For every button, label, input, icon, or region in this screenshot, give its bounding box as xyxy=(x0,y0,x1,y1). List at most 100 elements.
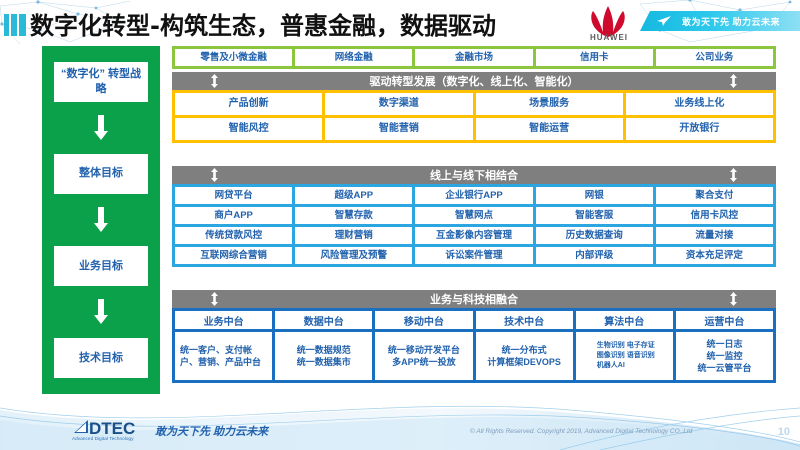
double-arrow-vertical-icon xyxy=(730,292,737,306)
cell-open-banking[interactable]: 开放银行 xyxy=(625,118,773,140)
cell-credit-card[interactable]: 信用卡 xyxy=(535,49,653,66)
column-header: 移动中台 xyxy=(375,311,473,329)
column-mobile-middle-platform[interactable]: 移动中台 统一移动开发平台 多APP统一投放 xyxy=(375,311,473,380)
column-body: 统一分布式 计算框架DEVOPS xyxy=(475,332,573,380)
cell-wealth-marketing[interactable]: 理财营销 xyxy=(295,227,413,244)
huawei-brand-text: HUAWEI xyxy=(590,33,628,42)
cell-product-innovation[interactable]: 产品创新 xyxy=(175,93,323,115)
double-arrow-vertical-icon xyxy=(211,292,218,306)
cell-enterprise-bank-app[interactable]: 企业银行APP xyxy=(415,187,533,204)
cell-image-content-management[interactable]: 互金影像内容管理 xyxy=(415,227,533,244)
cell-risk-management-warning[interactable]: 风险管理及预警 xyxy=(295,247,413,264)
dtec-logo-icon: DTEC xyxy=(74,419,135,438)
middle-platform-row: 业务中台 统一客户、支付帐户、营销、产品中台 数据中台 统一数据规范 统一数据集… xyxy=(175,311,774,380)
column-header: 技术中台 xyxy=(475,311,573,329)
cell-traditional-loan-risk[interactable]: 传统贷款风控 xyxy=(175,227,293,244)
column-business-middle-platform[interactable]: 业务中台 统一客户、支付帐户、营销、产品中台 xyxy=(175,311,273,380)
cell-capital-adequacy-assessment[interactable]: 资本充足评定 xyxy=(655,247,774,264)
online-offline-row-2: 商户APP 智慧存款 智慧网点 智能客服 信用卡风控 xyxy=(175,207,774,224)
column-technology-middle-platform[interactable]: 技术中台 统一分布式 计算框架DEVOPS xyxy=(475,311,573,380)
sidebar-item-label: 业务目标 xyxy=(79,259,123,272)
copyright-text: © All Rights Reserved. Copyright 2019, A… xyxy=(470,428,693,435)
cell-internet-finance[interactable]: 网络金融 xyxy=(295,49,413,66)
column-algorithm-middle-platform[interactable]: 算法中台 生物识别 电子存证 图像识别 语音识别 机器人AI xyxy=(575,311,673,380)
business-lines-row: 零售及小微金融 网络金融 金融市场 信用卡 公司业务 xyxy=(175,49,774,66)
cell-smart-deposit[interactable]: 智慧存款 xyxy=(295,207,413,224)
column-body: 统一数据规范 统一数据集市 xyxy=(275,332,373,380)
slogan-banner: 敢为天下先 助力云未来 xyxy=(640,11,800,31)
cell-corporate-business[interactable]: 公司业务 xyxy=(655,49,774,66)
slide-header: 数字化转型-构筑生态，普惠金融，数据驱动 HUAWEI 敢为天下先 助力云未来 xyxy=(0,0,800,45)
online-offline-row-4: 互联网综合营销 风险管理及预警 诉讼案件管理 内部评级 资本充足评定 xyxy=(175,247,774,264)
double-arrow-vertical-icon xyxy=(730,168,737,182)
dtec-logo-subtitle: Advanced Digital Technology xyxy=(72,436,134,441)
cell-smart-branch[interactable]: 智慧网点 xyxy=(415,207,533,224)
column-data-middle-platform[interactable]: 数据中台 统一数据规范 统一数据集市 xyxy=(275,311,373,380)
double-arrow-vertical-icon xyxy=(211,168,218,182)
cell-merchant-app[interactable]: 商户APP xyxy=(175,207,293,224)
column-body: 统一移动开发平台 多APP统一投放 xyxy=(375,332,473,380)
cell-smart-marketing[interactable]: 智能营销 xyxy=(325,118,473,140)
cell-smart-risk-control[interactable]: 智能风控 xyxy=(175,118,323,140)
online-offline-row-3: 传统贷款风控 理财营销 互金影像内容管理 历史数据查询 流量对接 xyxy=(175,227,774,244)
business-lines-panel: 零售及小微金融 网络金融 金融市场 信用卡 公司业务 xyxy=(172,46,776,69)
page-title: 数字化转型-构筑生态，普惠金融，数据驱动 xyxy=(30,12,496,40)
arrow-down-icon xyxy=(94,114,108,140)
column-header: 数据中台 xyxy=(275,311,373,329)
cell-credit-card-risk-control[interactable]: 信用卡风控 xyxy=(655,207,774,224)
cell-internal-rating[interactable]: 内部评级 xyxy=(535,247,653,264)
stripe-accent-bars-icon xyxy=(4,14,26,36)
column-body: 统一日志 统一监控 统一云管平台 xyxy=(675,332,774,380)
cell-internet-integrated-marketing[interactable]: 互联网综合营销 xyxy=(175,247,293,264)
cell-super-app[interactable]: 超级APP xyxy=(295,187,413,204)
online-offline-group: 线上与线下相结合 网贷平台 超级APP 企业银行APP 网银 聚合支付 商户AP… xyxy=(172,166,776,267)
cell-smart-operation[interactable]: 智能运营 xyxy=(475,118,623,140)
online-offline-row-1: 网贷平台 超级APP 企业银行APP 网银 聚合支付 xyxy=(175,187,774,204)
cell-traffic-docking[interactable]: 流量对接 xyxy=(655,227,774,244)
banner-slogan-text: 敢为天下先 助力云未来 xyxy=(682,17,781,27)
cell-scenario-service[interactable]: 场景服务 xyxy=(475,93,623,115)
page-number: 10 xyxy=(777,426,790,438)
column-operation-middle-platform[interactable]: 运营中台 统一日志 统一监控 统一云管平台 xyxy=(675,311,774,380)
online-offline-panel: 网贷平台 超级APP 企业银行APP 网银 聚合支付 商户APP 智慧存款 智慧… xyxy=(172,184,776,267)
cell-historical-data-query[interactable]: 历史数据查询 xyxy=(535,227,653,244)
column-header: 运营中台 xyxy=(675,311,774,329)
cell-online-loan-platform[interactable]: 网贷平台 xyxy=(175,187,293,204)
middle-platform-section-title: 业务与科技相融合 xyxy=(430,294,518,306)
main-diagram: 零售及小微金融 网络金融 金融市场 信用卡 公司业务 驱动转型发展（数字化、线上… xyxy=(172,46,776,394)
sidebar-item-overall-goal[interactable]: 整体目标 xyxy=(54,153,148,194)
column-body: 生物识别 电子存证 图像识别 语音识别 机器人AI xyxy=(575,332,673,380)
sidebar-item-technology-goal[interactable]: 技术目标 xyxy=(54,338,148,379)
sidebar-item-label: 整体目标 xyxy=(79,167,123,180)
double-arrow-vertical-icon xyxy=(730,74,737,88)
online-offline-section-bar: 线上与线下相结合 xyxy=(172,166,776,184)
middle-platform-group: 业务与科技相融合 业务中台 统一客户、支付帐户、营销、产品中台 数据中台 统一数… xyxy=(172,290,776,383)
arrow-down-icon xyxy=(94,206,108,232)
cell-smart-customer-service[interactable]: 智能客服 xyxy=(535,207,653,224)
business-lines-group: 零售及小微金融 网络金融 金融市场 信用卡 公司业务 xyxy=(172,46,776,69)
middle-platform-section-bar: 业务与科技相融合 xyxy=(172,290,776,308)
cell-retail-micro-finance[interactable]: 零售及小微金融 xyxy=(175,49,293,66)
cell-business-online[interactable]: 业务线上化 xyxy=(625,93,773,115)
huawei-flower-logo-icon xyxy=(591,6,625,37)
sidebar-item-label: “数字化” 转型战略 xyxy=(60,67,142,95)
drive-panel: 产品创新 数字渠道 场景服务 业务线上化 智能风控 智能营销 智能运营 开放银行 xyxy=(172,90,776,143)
cell-online-bank[interactable]: 网银 xyxy=(535,187,653,204)
strategy-sidebar: “数字化” 转型战略 整体目标 业务目标 技术目标 xyxy=(42,46,160,394)
column-header: 算法中台 xyxy=(575,311,673,329)
cell-aggregate-payment[interactable]: 聚合支付 xyxy=(655,187,774,204)
footer-slogan: 敢为天下先 助力云未来 xyxy=(155,426,269,438)
column-header: 业务中台 xyxy=(175,311,273,329)
online-offline-section-title: 线上与线下相结合 xyxy=(430,170,518,182)
sidebar-item-strategy[interactable]: “数字化” 转型战略 xyxy=(54,61,148,102)
arrow-down-icon xyxy=(94,299,108,325)
svg-text:DTEC: DTEC xyxy=(89,419,135,438)
cell-digital-channel[interactable]: 数字渠道 xyxy=(325,93,473,115)
drive-section-bar: 驱动转型发展（数字化、线上化、智能化） xyxy=(172,72,776,90)
cell-financial-market[interactable]: 金融市场 xyxy=(415,49,533,66)
middle-platform-panel: 业务中台 统一客户、支付帐户、营销、产品中台 数据中台 统一数据规范 统一数据集… xyxy=(172,308,776,383)
cell-litigation-case-management[interactable]: 诉讼案件管理 xyxy=(415,247,533,264)
paper-plane-icon xyxy=(657,16,671,26)
sidebar-item-business-goal[interactable]: 业务目标 xyxy=(54,246,148,287)
